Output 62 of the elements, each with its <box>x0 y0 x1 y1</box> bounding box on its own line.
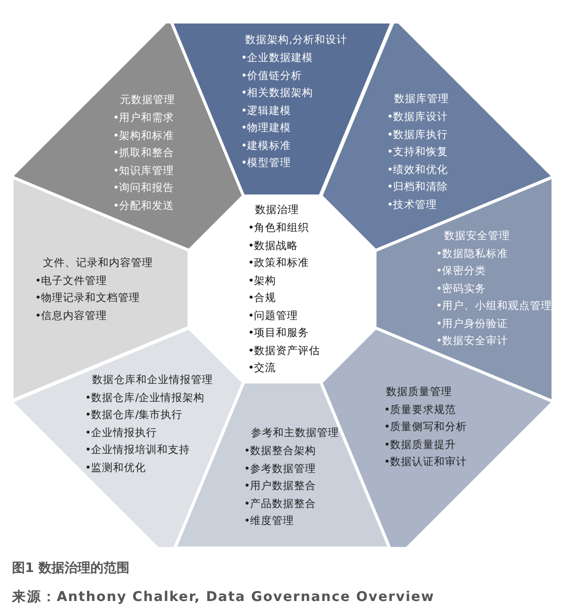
list-item: •用户和需求 <box>113 111 174 125</box>
list-item: •用户身份验证 <box>436 316 508 331</box>
list-item: •归档和清除 <box>386 180 448 194</box>
list-item: •架构和标准 <box>113 128 174 142</box>
list-item: •物理记录和文档管理 <box>35 291 140 306</box>
list-item: •数据仓库/企业情报架构 <box>85 390 205 405</box>
segment-heading: 参考和主数据管理 <box>250 426 339 440</box>
list-item: •参考数据管理 <box>244 462 316 476</box>
list-item: •用户、小组和观点管理 <box>436 299 552 314</box>
list-item: •询问和报告 <box>113 181 174 195</box>
list-item: •数据质量提升 <box>384 438 456 452</box>
segment-heading: 数据质量管理 <box>386 384 452 399</box>
list-item: •产品数据整合 <box>244 496 316 510</box>
segment-heading: 数据架构,分析和设计 <box>244 33 348 47</box>
list-item: •数据安全审计 <box>436 334 508 348</box>
list-item: •相关数据架构 <box>240 86 314 100</box>
list-item: •数据库执行 <box>386 128 448 142</box>
list-item: •模型管理 <box>240 156 292 170</box>
list-item: •信息内容管理 <box>35 308 108 323</box>
list-item: •数据认证和审计 <box>384 455 468 470</box>
segment-heading: 数据库管理 <box>394 92 449 106</box>
list-item: •数据隐私标准 <box>436 246 508 261</box>
list-item: •数据整合架构 <box>244 444 316 458</box>
segment-heading: 数据仓库和企业情报管理 <box>92 372 213 387</box>
list-item: •政策和标准 <box>248 256 310 270</box>
list-item: •建模标准 <box>240 138 292 152</box>
list-item: •质量要求规范 <box>384 402 456 417</box>
list-item: •数据库设计 <box>386 110 448 124</box>
list-item: •质量侧写和分析 <box>384 420 468 434</box>
list-item: •物理建模 <box>240 121 292 135</box>
list-item: •企业情报执行 <box>85 426 158 440</box>
list-item: •价值链分析 <box>240 68 302 82</box>
segment-heading: 文件、记录和内容管理 <box>43 256 153 270</box>
list-item: •数据仓库/集市执行 <box>85 408 183 422</box>
segment-heading: 元数据管理 <box>120 93 175 107</box>
figure-caption: 图1 数据治理的范围 <box>12 560 130 577</box>
list-item: •维度管理 <box>244 514 294 528</box>
list-item: •密码实务 <box>436 282 486 296</box>
list-item: •支持和恢复 <box>386 145 448 159</box>
list-item: •企业情报培训和支持 <box>85 443 190 458</box>
segment-heading: 数据安全管理 <box>444 228 510 243</box>
segment-heading: 数据治理 <box>255 203 299 217</box>
list-item: •数据资产评估 <box>248 344 320 358</box>
list-item: •技术管理 <box>386 198 438 212</box>
list-item: •监测和优化 <box>85 460 146 475</box>
list-item: •问题管理 <box>248 308 298 322</box>
list-item: •分配和发送 <box>113 198 174 212</box>
list-item: •项目和服务 <box>248 326 310 340</box>
list-item: •角色和组织 <box>248 221 310 235</box>
list-item: •保密分类 <box>436 264 486 278</box>
list-item: •交流 <box>248 361 276 375</box>
list-item: •抓取和整合 <box>113 146 174 160</box>
list-item: •架构 <box>248 274 276 288</box>
list-item: •合规 <box>248 291 276 305</box>
list-item: •数据战略 <box>248 238 298 252</box>
list-item: •逻辑建模 <box>240 104 292 118</box>
list-item: •电子文件管理 <box>35 274 108 288</box>
list-item: •绩效和优化 <box>386 162 448 176</box>
list-item: •知识库管理 <box>113 164 174 178</box>
list-item: •用户数据整合 <box>244 479 316 493</box>
list-item: •企业数据建模 <box>240 51 314 65</box>
source-note: 来源：Anthony Chalker, Data Governance Overview <box>12 588 435 606</box>
